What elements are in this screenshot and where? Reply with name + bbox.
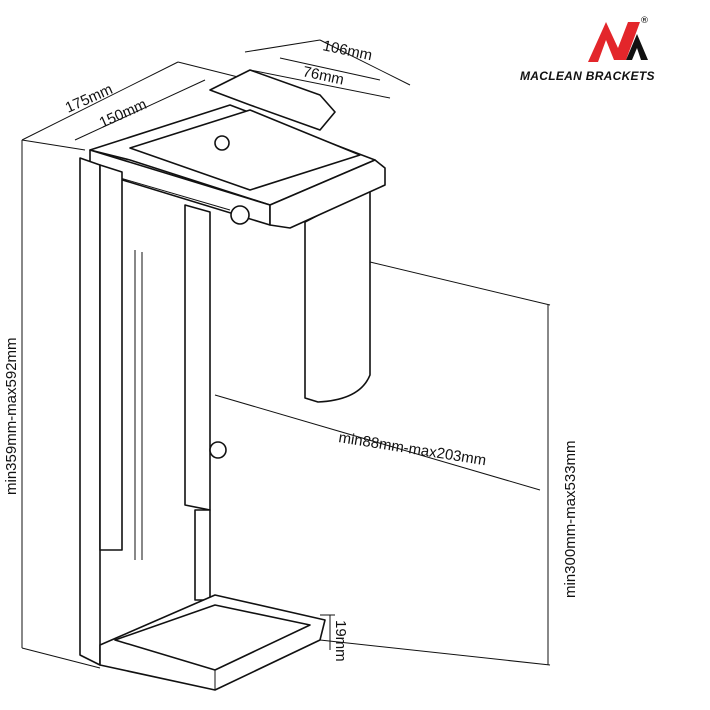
bottom-lip-label: 19mm [332,620,349,662]
depth-inner-label: 150mm [97,96,150,132]
pc-height-label: min300mm-max533mm [562,440,579,598]
brand-name: MACLEAN BRACKETS [520,69,655,83]
brand-logo: ® MACLEAN BRACKETS [520,16,655,83]
registered-mark: ® [640,16,649,26]
bracket-body [79,69,386,691]
top-outer-width-label: 106mm [321,37,373,64]
total-height-label: min359mm-max592mm [3,337,20,495]
pc-width-label: min88mm-max203mm [337,429,487,469]
